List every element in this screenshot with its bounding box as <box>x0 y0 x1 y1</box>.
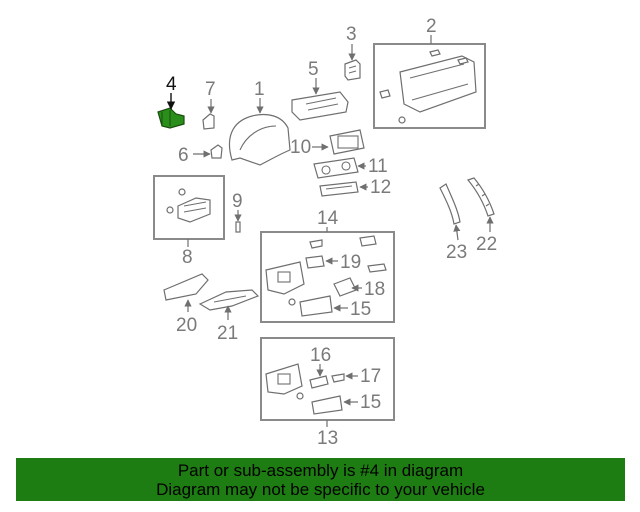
callout-13: 13 <box>317 428 338 449</box>
callout-9: 9 <box>232 191 243 212</box>
callout-23: 23 <box>446 242 467 263</box>
callout-1: 1 <box>254 79 265 100</box>
part-22: 22 <box>466 177 497 255</box>
callout-20: 20 <box>176 315 197 336</box>
part-4-highlighted[interactable]: 4 <box>157 74 185 129</box>
part-10: 10 <box>290 129 365 158</box>
callout-19: 19 <box>340 252 361 273</box>
callout-11: 11 <box>368 156 388 177</box>
callout-12: 12 <box>370 177 391 198</box>
callout-17: 17 <box>360 366 381 387</box>
part-2-box: 2 <box>373 16 486 129</box>
callout-14: 14 <box>317 208 339 229</box>
callout-15-upper: 15 <box>350 299 371 320</box>
part-12: 12 <box>319 177 391 198</box>
part-9: 9 <box>232 191 243 233</box>
callout-5: 5 <box>308 59 319 80</box>
part-1: 1 <box>228 79 291 166</box>
callout-3: 3 <box>346 24 357 45</box>
part-21: 21 <box>198 289 260 344</box>
callout-21: 21 <box>217 323 238 344</box>
part-13-box: 16 17 15 13 <box>260 337 395 449</box>
part-3: 3 <box>344 24 361 81</box>
part-14-box: 14 19 18 15 <box>260 208 395 323</box>
part-8-box: 8 <box>153 175 225 268</box>
part-5: 5 <box>291 59 349 121</box>
callout-8: 8 <box>182 247 193 268</box>
callout-10: 10 <box>290 137 311 158</box>
callout-7: 7 <box>205 79 216 100</box>
part-23: 23 <box>439 183 467 263</box>
part-20: 20 <box>163 273 209 336</box>
callout-15-lower: 15 <box>360 392 381 413</box>
part-6: 6 <box>178 144 223 166</box>
banner-line-2: Diagram may not be specific to your vehi… <box>156 480 485 499</box>
banner-line-1: Part or sub-assembly is #4 in diagram <box>177 461 464 480</box>
callout-22: 22 <box>476 234 497 255</box>
info-banner: Part or sub-assembly is #4 in diagram Di… <box>16 458 625 501</box>
part-11: 11 <box>313 156 388 179</box>
callout-4: 4 <box>166 74 177 95</box>
callout-6: 6 <box>178 145 189 166</box>
parts-diagram: 4 7 6 1 5 3 <box>153 16 497 449</box>
callout-18: 18 <box>364 279 385 300</box>
callout-2: 2 <box>426 16 437 37</box>
callout-16: 16 <box>310 345 331 366</box>
part-7: 7 <box>202 79 216 130</box>
